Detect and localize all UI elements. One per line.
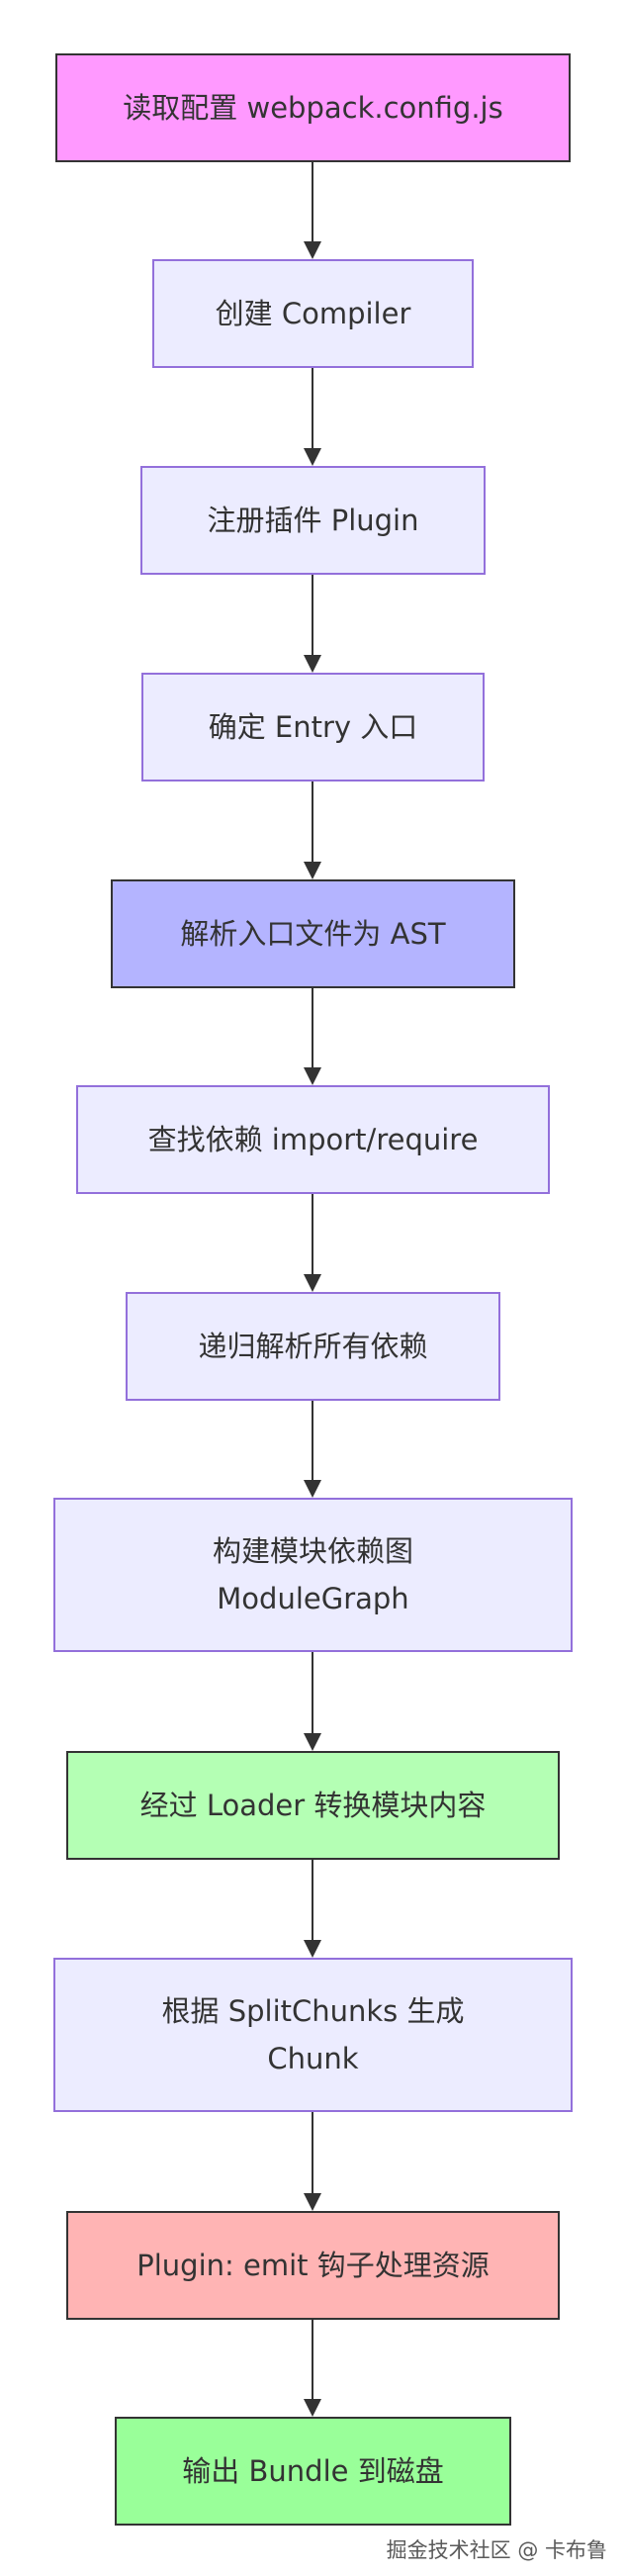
- node-module-graph: 构建模块依赖图 ModuleGraph: [53, 1498, 573, 1652]
- arrow-10-head: [304, 2193, 321, 2211]
- arrow-3-head: [304, 655, 321, 673]
- arrow-2-head: [304, 448, 321, 466]
- node-label: 解析入口文件为 AST: [180, 917, 446, 951]
- arrow-2: [312, 368, 313, 448]
- arrow-1-head: [304, 241, 321, 259]
- arrow-4-head: [304, 862, 321, 879]
- node-output-bundle: 输出 Bundle 到磁盘: [115, 2417, 511, 2526]
- arrow-5-head: [304, 1067, 321, 1085]
- node-label: 读取配置 webpack.config.js: [123, 91, 503, 125]
- node-find-deps: 查找依赖 import/require: [76, 1085, 550, 1194]
- arrow-10: [312, 2112, 313, 2193]
- watermark: 掘金技术社区 @ 卡布鲁: [386, 2538, 607, 2562]
- node-parse-ast: 解析入口文件为 AST: [111, 879, 515, 988]
- arrow-8-head: [304, 1733, 321, 1751]
- arrow-5: [312, 988, 313, 1067]
- node-split-chunks: 根据 SplitChunks 生成 Chunk: [53, 1958, 573, 2112]
- node-label: 经过 Loader 转换模块内容: [139, 1789, 487, 1822]
- arrow-3: [312, 575, 313, 655]
- node-loader: 经过 Loader 转换模块内容: [66, 1751, 560, 1860]
- node-recursive-parse: 递归解析所有依赖: [126, 1292, 500, 1401]
- node-label: Plugin: emit 钩子处理资源: [136, 2249, 490, 2282]
- node-register-plugin: 注册插件 Plugin: [140, 466, 486, 575]
- node-label: 注册插件 Plugin: [207, 504, 419, 537]
- node-label: 根据 SplitChunks 生成 Chunk: [161, 1994, 465, 2075]
- arrow-4: [312, 782, 313, 862]
- node-label: 查找依赖 import/require: [147, 1123, 479, 1156]
- node-plugin-emit: Plugin: emit 钩子处理资源: [66, 2211, 560, 2320]
- arrow-8: [312, 1652, 313, 1733]
- node-label: 创建 Compiler: [215, 297, 411, 330]
- node-label: 构建模块依赖图 ModuleGraph: [212, 1534, 413, 1615]
- node-label: 确定 Entry 入口: [208, 710, 418, 744]
- arrow-11: [312, 2320, 313, 2399]
- node-entry: 确定 Entry 入口: [141, 673, 485, 782]
- arrow-1: [312, 162, 313, 241]
- arrow-11-head: [304, 2399, 321, 2417]
- node-label: 输出 Bundle 到磁盘: [182, 2454, 444, 2488]
- arrow-9: [312, 1860, 313, 1940]
- arrow-7: [312, 1401, 313, 1480]
- arrow-6-head: [304, 1274, 321, 1292]
- node-label: 递归解析所有依赖: [198, 1330, 428, 1363]
- arrow-7-head: [304, 1480, 321, 1498]
- node-read-config: 读取配置 webpack.config.js: [55, 53, 571, 162]
- node-create-compiler: 创建 Compiler: [152, 259, 474, 368]
- arrow-9-head: [304, 1940, 321, 1958]
- arrow-6: [312, 1194, 313, 1274]
